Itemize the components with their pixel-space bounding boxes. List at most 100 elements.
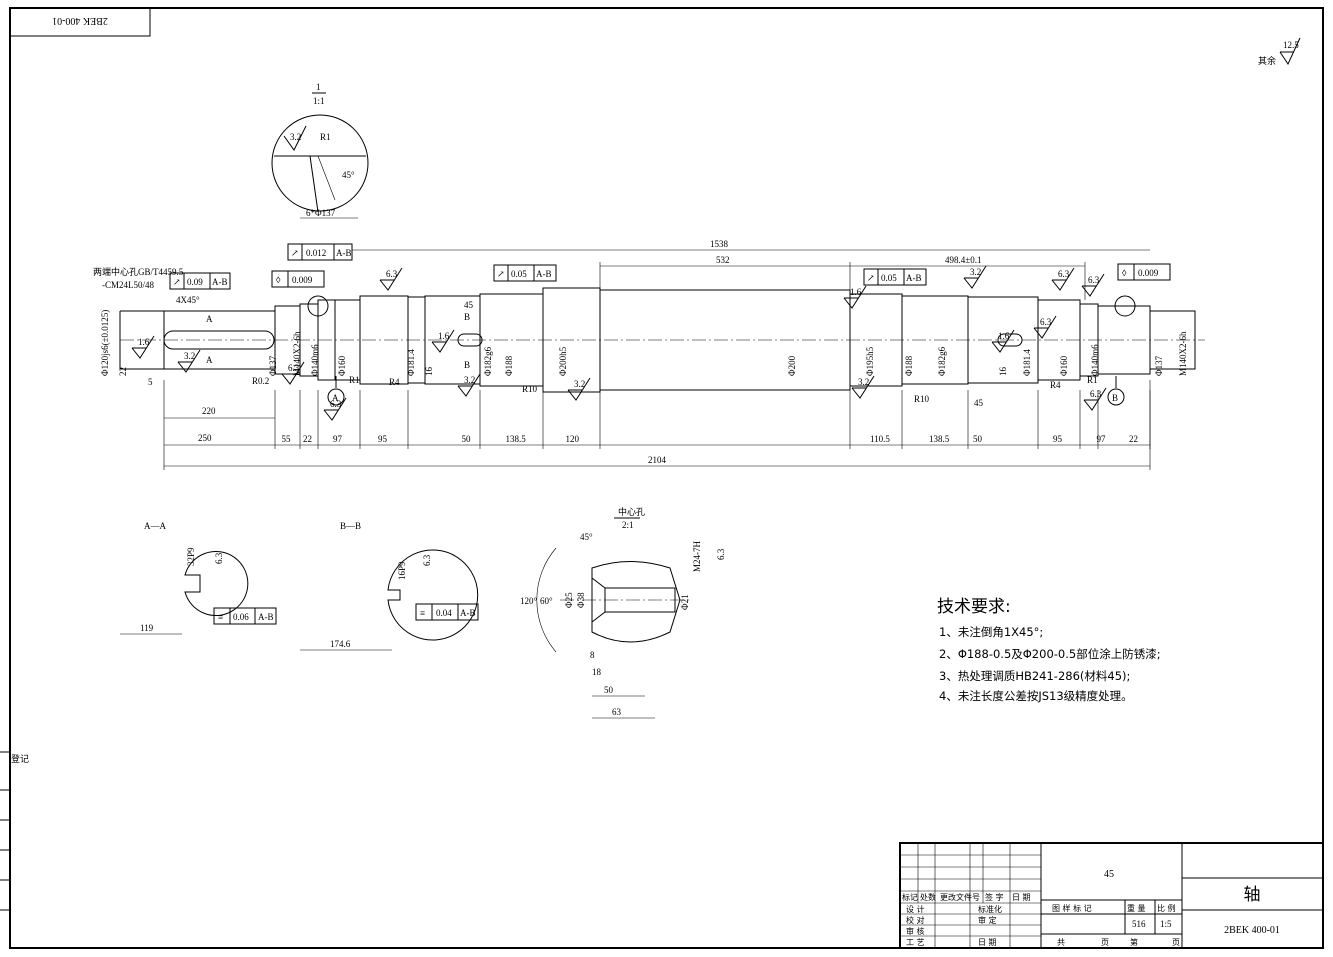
- diameter-label: Φ160: [337, 355, 347, 376]
- keyway-dim: 45: [464, 300, 474, 310]
- bottom-dim: 110.5: [870, 434, 890, 444]
- title-label: 第: [1130, 937, 1138, 947]
- surface-note-prefix: 其余: [1258, 55, 1276, 66]
- title-label: 页: [1172, 938, 1180, 947]
- tolerance-frame-1: ↗ 0.012 A-B: [287, 243, 353, 261]
- detail1-scale: 1:1: [313, 96, 325, 106]
- requirements-title: 技术要求:: [937, 597, 1011, 617]
- diameter-label: Φ137: [268, 355, 278, 376]
- center-hole-scale: 2:1: [622, 520, 634, 530]
- bottom-dim: 97: [333, 434, 343, 444]
- title-label: 标记: [902, 892, 918, 902]
- title-label: 工 艺: [906, 938, 925, 947]
- roughness-value: 3.2: [464, 375, 475, 385]
- svg-text:0.009: 0.009: [292, 275, 313, 285]
- title-label: 设 计: [906, 904, 925, 914]
- bottom-dim: 22: [303, 434, 312, 444]
- bottom-dim: 22: [1129, 434, 1138, 444]
- title-label: 日 期: [1012, 893, 1031, 902]
- roughness-mark: 3.2: [851, 375, 875, 399]
- bottom-dim: 95: [1053, 434, 1063, 444]
- drawing-frame: [9, 7, 1324, 949]
- title-label: 重 量: [1127, 903, 1146, 913]
- detail1-chamfer: 6*Φ137: [306, 208, 336, 218]
- datum-markers: A B A A B B: [206, 312, 1125, 406]
- roughness-mark: 6.3: [1051, 267, 1075, 291]
- svg-text:0.009: 0.009: [1138, 268, 1159, 278]
- bb-dim: 16P9: [397, 561, 407, 580]
- detail1-angle: 45°: [342, 170, 355, 180]
- title-label: 审 定: [978, 915, 997, 925]
- shaft-main-view: [119, 287, 1205, 393]
- diameter-label: M140X2-6h: [1178, 331, 1188, 376]
- diameter-label: Φ120js6(±0.0125): [100, 310, 110, 376]
- diameter-label: Φ195h5: [865, 346, 875, 376]
- roughness-mark: 6.3: [1081, 273, 1105, 297]
- radius-label: R1: [349, 375, 360, 385]
- aa-tol: 0.06: [233, 612, 249, 622]
- keyway-dim: 5: [148, 377, 153, 387]
- roughness-value: 6.3: [330, 399, 342, 409]
- section-aa-title: A—A: [144, 521, 166, 531]
- svg-text:↗: ↗: [867, 273, 875, 283]
- keyway-dim: 220: [202, 406, 216, 416]
- keyway-dimensions: 5 220 250 45 45: [148, 300, 984, 446]
- diameter-label: Φ160: [1059, 355, 1069, 376]
- title-label: 更改文件号: [940, 892, 980, 902]
- technical-requirements: 技术要求: 1、未注倒角1X45°; 2、Φ188-0.5及Φ200-0.5部位…: [937, 597, 1161, 703]
- center-dim: Φ38: [576, 592, 586, 608]
- title-label: 日 期: [978, 938, 997, 947]
- keyway-mid-left: [457, 333, 483, 347]
- svg-text:↗: ↗: [497, 269, 505, 279]
- roughness-value: 1.6: [438, 331, 450, 341]
- center-dim: M24-7H: [692, 541, 702, 572]
- detail-callout-right: [1114, 295, 1136, 317]
- radius-label: R4: [1050, 380, 1061, 390]
- title-label: 页: [1101, 938, 1109, 947]
- tolerance-frame-3: ◊ 0.009: [271, 270, 325, 288]
- center-hole-note: 两端中心孔GB/T4459.5: [93, 266, 184, 277]
- aa-dim: 6.3: [214, 552, 224, 564]
- roughness-value: 1.6: [138, 337, 150, 347]
- bottom-dim: 97: [1097, 434, 1107, 444]
- detail-callout-left: [307, 295, 329, 317]
- svg-text:↗: ↗: [291, 248, 299, 258]
- title-block: 45 轴 2BEK 400-01 516 1:5 图 样 标 记 重 量 比 例…: [899, 842, 1324, 949]
- title-label: 比 例: [1157, 903, 1176, 913]
- part-code: 2BEK 400-01: [1224, 925, 1280, 936]
- roughness-value: 6.3: [1040, 317, 1052, 327]
- radius-label: R1: [1087, 375, 1098, 385]
- total-length: 2104: [648, 455, 667, 465]
- code-stamp-box: [9, 7, 151, 37]
- material: 45: [1104, 869, 1114, 880]
- svg-text:≡: ≡: [218, 612, 223, 622]
- title-label: 校 对: [906, 915, 925, 925]
- keyway-mid-right: [997, 333, 1023, 347]
- surface-finish-note: 其余 12.5: [1258, 37, 1301, 66]
- roughness-mark: 3.2: [963, 265, 987, 289]
- surface-note-value: 12.5: [1283, 40, 1299, 50]
- svg-text:◊: ◊: [276, 275, 281, 285]
- svg-text:0.05: 0.05: [881, 273, 897, 283]
- aa-dim: 119: [140, 623, 154, 633]
- diameter-label: Φ188: [904, 355, 914, 376]
- center-dim: Φ25: [564, 592, 574, 608]
- center-dim: 6.3: [716, 548, 726, 560]
- detail1-label: 1: [316, 82, 321, 92]
- detail1-roughness: 3.2: [290, 132, 301, 142]
- bottom-dim: 138.5: [929, 434, 950, 444]
- svg-text:A-B: A-B: [336, 248, 352, 258]
- roughness-mark: 3.2: [177, 349, 201, 373]
- svg-text:A-B: A-B: [212, 277, 228, 287]
- dim-498: 498.4±0.1: [945, 255, 981, 265]
- section-mark-a: A: [206, 314, 213, 324]
- diameter-label: M140X2-6h: [292, 331, 302, 376]
- datum-a: A: [332, 393, 339, 403]
- scale: 1:5: [1160, 919, 1172, 929]
- roughness-mark: 1.6: [131, 335, 155, 359]
- roughness-value: 3.2: [574, 379, 585, 389]
- bottom-dim: 50: [973, 434, 983, 444]
- diameter-label: Φ140m6: [1090, 344, 1100, 376]
